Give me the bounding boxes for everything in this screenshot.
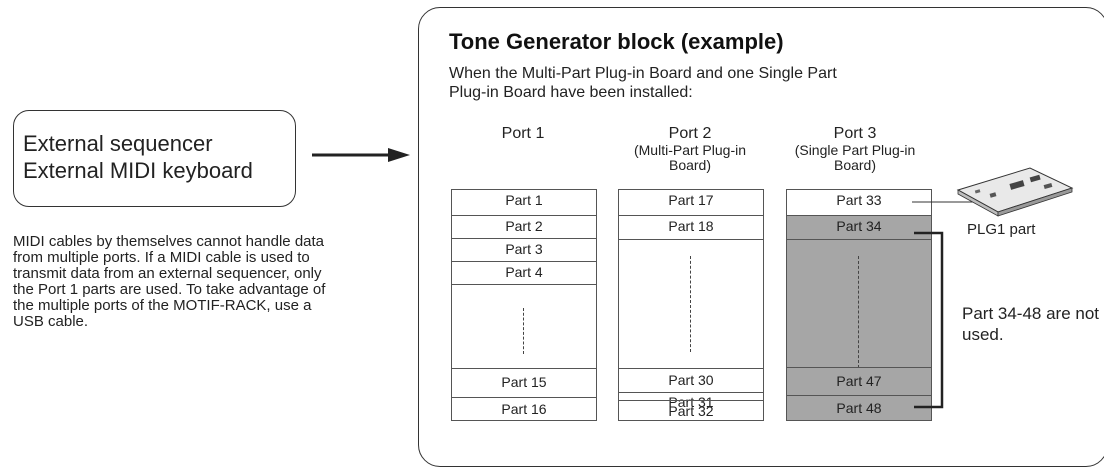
part-row-gap-unused [787, 239, 931, 391]
signal-arrow-head [388, 148, 410, 162]
part-row: Part 32 [619, 400, 763, 422]
part-row-unused: Part 48 [787, 395, 931, 420]
plug-in-board-icon [956, 167, 1074, 217]
part-row: Part 1 [505, 192, 543, 208]
port-2-subtitle: (Multi-Part Plug-in Board) [633, 142, 747, 173]
port-3-bottom-rows: Part 47 Part 48 [786, 367, 932, 421]
external-device-box [13, 110, 296, 207]
port-1-label: Port 1 [448, 125, 598, 143]
part-row-gap [619, 239, 763, 368]
part-row: Part 15 [452, 368, 596, 397]
port-3-column: Part 33 Part 34 [786, 189, 932, 421]
unused-bracket [914, 231, 944, 409]
not-used-label: Part 34-48 are not used. [962, 304, 1100, 344]
port-3-label: Port 3 (Single Part Plug-in Board) [780, 125, 930, 173]
part-row-gap [452, 284, 596, 368]
external-midi-keyboard-label: External MIDI keyboard [23, 158, 253, 183]
part-row: Part 30 [619, 368, 763, 392]
part-row: Part 17 [668, 192, 714, 208]
part-row-plg1: Part 33 [836, 192, 882, 208]
port-2-label: Port 2 (Multi-Part Plug-in Board) [615, 125, 765, 173]
port-3-name: Port 3 [833, 125, 877, 142]
midi-cable-note: MIDI cables by themselves cannot handle … [13, 233, 326, 330]
ellipsis-dash [690, 256, 691, 352]
part-row-unused: Part 34 [787, 215, 931, 239]
part-row: Part 4 [452, 261, 596, 284]
port-1-column: Part 1 Part 2 Part 3 Part 4 Part 15 Part… [451, 189, 597, 421]
part-row: Part 2 [452, 215, 596, 238]
plg1-part-label: PLG1 part [967, 221, 1036, 238]
port-2-name: Port 2 [668, 125, 712, 142]
ellipsis-dash [858, 256, 859, 368]
part-row: Part 16 [452, 397, 596, 422]
port-1-name: Port 1 [501, 125, 545, 142]
port-2-column: Part 17 Part 18 Part 30 Part 31 Part 32 [618, 189, 764, 421]
part-row: Part 18 [619, 215, 763, 239]
block-title: Tone Generator block (example) [449, 29, 784, 54]
ellipsis-dash [523, 308, 524, 354]
part-row: Part 31 [619, 392, 763, 412]
external-sequencer-label: External sequencer [23, 131, 213, 156]
part-row-unused: Part 47 [836, 373, 882, 389]
block-description: When the Multi-Part Plug-in Board and on… [449, 65, 837, 101]
connector-overlay [312, 148, 1074, 409]
port-3-subtitle: (Single Part Plug-in Board) [794, 142, 916, 173]
part-row: Part 3 [452, 238, 596, 261]
